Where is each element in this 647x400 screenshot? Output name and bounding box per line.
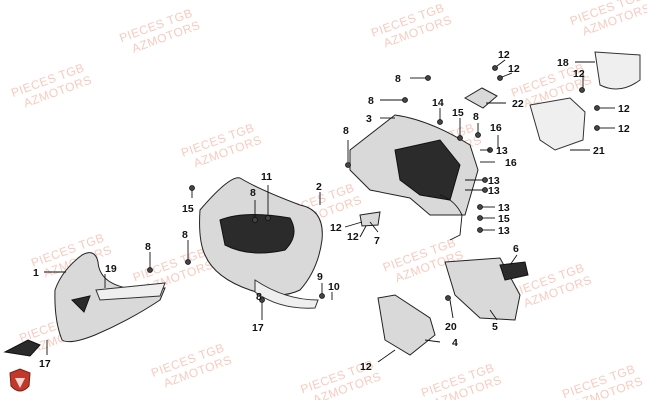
part-label: 17 — [39, 358, 51, 370]
leader-line — [424, 339, 441, 343]
part-label: 8 — [368, 95, 374, 107]
part-label: 13 — [488, 175, 500, 187]
screw-icon — [345, 162, 351, 168]
screw-icon — [185, 259, 191, 265]
lower-deflector-part — [377, 294, 436, 356]
leader-line — [496, 59, 506, 67]
side-plate-part — [529, 97, 586, 151]
screw-icon — [477, 204, 483, 210]
part-label: 14 — [432, 97, 444, 109]
under-panel-part — [444, 257, 521, 321]
part-label: 9 — [317, 271, 323, 283]
part-label: 13 — [498, 202, 510, 214]
part-label: 8 — [473, 111, 479, 123]
part-label: 12 — [330, 222, 342, 234]
part-label: 5 — [492, 321, 498, 333]
leader-lines — [44, 59, 615, 363]
part-label: 15 — [182, 203, 194, 215]
leader-line — [501, 72, 513, 78]
screw-icon — [265, 215, 271, 221]
frame-bracket — [439, 194, 463, 241]
screw-icon — [594, 125, 600, 131]
part-label: 15 — [498, 213, 510, 225]
part-label: 8 — [250, 187, 256, 199]
part-label: 17 — [252, 322, 264, 334]
screw-icon — [477, 215, 483, 221]
part-label: 16 — [505, 157, 517, 169]
part-label: 8 — [395, 73, 401, 85]
part-label: 8 — [182, 229, 188, 241]
top-cover-part — [594, 51, 641, 90]
part-label: 8 — [343, 125, 349, 137]
leader-line — [377, 349, 396, 363]
part-label: 4 — [452, 337, 458, 349]
leader-line — [489, 309, 498, 321]
screw-icon — [482, 177, 488, 183]
fairing-vent — [71, 295, 91, 313]
part-label: 8 — [256, 291, 262, 303]
leader-line — [344, 221, 363, 228]
leader-line — [369, 221, 379, 233]
part-label: 1 — [33, 267, 39, 279]
clip-part — [359, 211, 381, 227]
screw-icon — [475, 132, 481, 138]
screw-icon — [445, 295, 451, 301]
clip-part — [499, 261, 529, 281]
decal-part — [3, 339, 41, 357]
screw-icon — [492, 65, 498, 71]
part-label: 10 — [328, 281, 340, 293]
part-label: 12 — [618, 103, 630, 115]
part-label: 2 — [316, 181, 322, 193]
screw-icon — [402, 97, 408, 103]
part-label: 12 — [573, 68, 585, 80]
leader-line — [509, 254, 518, 266]
part-drawings — [3, 51, 641, 357]
part-label: 19 — [105, 263, 117, 275]
screw-icon — [319, 293, 325, 299]
screw-icon — [594, 105, 600, 111]
screw-icon — [147, 267, 153, 273]
screw-icon — [482, 187, 488, 193]
part-label: 21 — [593, 145, 605, 157]
part-label: 20 — [445, 321, 457, 333]
leader-line — [359, 225, 367, 238]
part-label: 6 — [513, 243, 519, 255]
part-label: 13 — [496, 145, 508, 157]
screw-icon — [477, 227, 483, 233]
part-labels: 1 2 3 4 5 6 7 8 8 8 8 8 8 8 8 9 10 11 12… — [33, 49, 630, 373]
brand-shield-icon — [9, 368, 31, 392]
part-label: 8 — [145, 241, 151, 253]
part-label: 13 — [498, 225, 510, 237]
screw-icon — [425, 75, 431, 81]
screw-icon — [497, 75, 503, 81]
part-label: 12 — [347, 231, 359, 243]
screw-icon — [437, 119, 443, 125]
part-label: 15 — [452, 107, 464, 119]
part-label: 13 — [488, 185, 500, 197]
part-label: 12 — [360, 361, 372, 373]
part-label: 12 — [618, 123, 630, 135]
part-label: 16 — [490, 122, 502, 134]
nose-panel — [254, 279, 319, 309]
headlight-recess — [219, 213, 295, 254]
trim-strip-part — [95, 282, 166, 301]
part-label: 18 — [557, 57, 569, 69]
part-label: 3 — [366, 113, 372, 125]
leader-line — [449, 299, 454, 319]
screw-icon — [457, 135, 463, 141]
small-bracket-part — [463, 87, 498, 109]
part-label: 12 — [508, 63, 520, 75]
screw-icon — [579, 87, 585, 93]
part-label: 7 — [374, 235, 380, 247]
screw-icon — [252, 217, 258, 223]
part-label: 22 — [512, 98, 524, 110]
screw-icon — [189, 185, 195, 191]
part-label: 11 — [261, 171, 272, 183]
part-label: 12 — [498, 49, 510, 61]
